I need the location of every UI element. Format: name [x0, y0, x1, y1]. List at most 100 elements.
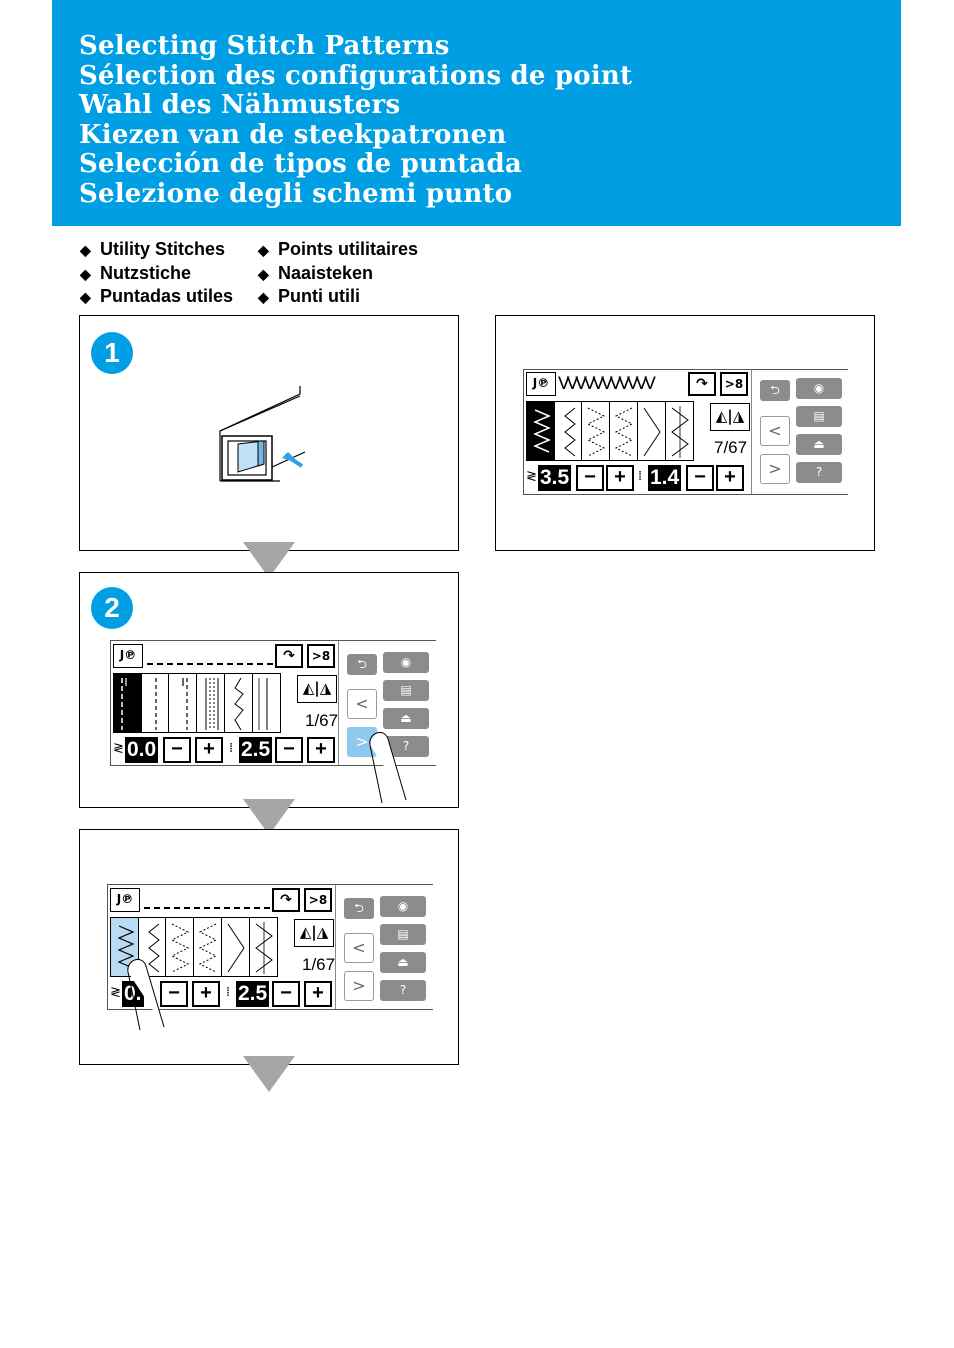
- memory-button[interactable]: ◉: [796, 378, 842, 399]
- help-button[interactable]: ?: [383, 736, 429, 757]
- settings-button[interactable]: ▤: [380, 924, 426, 945]
- next-page-button[interactable]: >: [344, 971, 374, 1001]
- stitch-length-value: 2.5: [239, 737, 273, 763]
- stitch-cell[interactable]: [636, 401, 666, 461]
- presser-foot-icon: J℗: [113, 644, 143, 668]
- length-minus-button[interactable]: −: [275, 737, 303, 763]
- down-arrow-icon: [243, 1056, 295, 1092]
- page-indicator-result: 7/67: [714, 438, 748, 457]
- bullet-icon: ◆: [258, 289, 269, 305]
- step-number-1: 1: [91, 332, 133, 374]
- back-button[interactable]: ⮌: [344, 898, 374, 919]
- width-minus-button[interactable]: −: [163, 737, 191, 763]
- width-plus-button[interactable]: +: [195, 737, 223, 763]
- title-es: Selección de tipos de puntada: [79, 149, 522, 180]
- stitch-preview-straight: [144, 907, 270, 909]
- thread-cutter-icon[interactable]: >8: [720, 372, 748, 396]
- prev-page-button[interactable]: <: [347, 689, 377, 719]
- power-switch-illustration: [219, 386, 306, 482]
- category-puntadas-utiles: Puntadas utiles: [100, 286, 234, 306]
- prev-page-button[interactable]: <: [344, 933, 374, 963]
- step3-panel: J℗ ↷ >8 ◭|◮ 1/67 ≷ 0. − + ⁞ 2.5 − + ⮌ ◉: [79, 829, 459, 1065]
- stitch-width-value: 3.5: [538, 465, 572, 491]
- stitch-preview-zigzag: VVVVVVVVVVV: [558, 374, 656, 394]
- mirror-image-icon[interactable]: ◭|◮: [710, 403, 750, 431]
- prev-page-button[interactable]: <: [760, 416, 790, 446]
- title-en: Selecting Stitch Patterns: [79, 31, 450, 61]
- category-list-left: ◆Utility Stitches ◆Nutzstiche ◆Puntadas …: [80, 238, 233, 309]
- length-plus-button[interactable]: +: [716, 465, 744, 491]
- length-plus-button[interactable]: +: [307, 737, 335, 763]
- stitch-grid-result: [526, 401, 694, 461]
- stitch-length-value: 1.4: [648, 465, 682, 491]
- step-number-2: 2: [91, 587, 133, 629]
- length-plus-button[interactable]: +: [304, 981, 332, 1007]
- stitch-length-icon: ⁞: [229, 741, 234, 756]
- thread-cutter-icon[interactable]: >8: [304, 888, 332, 912]
- width-plus-button[interactable]: +: [192, 981, 220, 1007]
- needle-position-icon[interactable]: ↷: [272, 888, 300, 912]
- stitch-cell[interactable]: [193, 917, 223, 977]
- stitch-cell[interactable]: [140, 673, 170, 733]
- stitch-cell-selected[interactable]: [113, 673, 142, 733]
- stitch-cell-selected[interactable]: [526, 401, 555, 461]
- stitch-cell[interactable]: [609, 401, 639, 461]
- stitch-cell[interactable]: [664, 401, 694, 461]
- bullet-icon: ◆: [258, 242, 269, 258]
- stitch-cell[interactable]: [165, 917, 195, 977]
- length-minus-button[interactable]: −: [272, 981, 300, 1007]
- lcd-screen-result: J℗ VVVVVVVVVVV ↷ >8 ◭|◮ 7/67 ≷ 3.5 − + ⁞…: [523, 369, 848, 495]
- stitch-width-icon: ≷: [110, 985, 121, 1000]
- lcd-screen-step2: J℗ ↷ >8 ◭|◮ 1/67 ≷ 0.0 − + ⁞ 2.5 − + ⮌ ◉: [110, 640, 436, 766]
- bullet-icon: ◆: [80, 289, 91, 305]
- stitch-length-icon: ⁞: [638, 469, 643, 484]
- bullet-icon: ◆: [80, 242, 91, 258]
- bobbin-button[interactable]: ⏏: [380, 952, 426, 973]
- finger-pointer-icon: [369, 731, 407, 804]
- width-minus-button[interactable]: −: [160, 981, 188, 1007]
- stitch-width-icon: ≷: [526, 469, 537, 484]
- stitch-width-value: 0.0: [125, 737, 159, 763]
- stitch-preview-straight: [147, 663, 273, 665]
- category-list-right: ◆Points utilitaires ◆Naaisteken ◆Punti u…: [258, 238, 418, 309]
- needle-position-icon[interactable]: ↷: [275, 644, 303, 668]
- lcd-screen-step3: J℗ ↷ >8 ◭|◮ 1/67 ≷ 0. − + ⁞ 2.5 − + ⮌ ◉: [107, 884, 433, 1010]
- help-button[interactable]: ?: [796, 462, 842, 483]
- memory-button[interactable]: ◉: [383, 652, 429, 673]
- thread-cutter-icon[interactable]: >8: [307, 644, 335, 668]
- length-minus-button[interactable]: −: [686, 465, 714, 491]
- bullet-icon: ◆: [80, 265, 91, 282]
- stitch-cell[interactable]: [196, 673, 226, 733]
- title-de: Wahl des Nähmusters: [79, 90, 401, 121]
- lcd-stitch-area: J℗ ↷ >8 ◭|◮ 1/67 ≷ 0.0 − + ⁞ 2.5 − +: [111, 641, 339, 765]
- category-points-utilitaires: Points utilitaires: [278, 239, 419, 259]
- back-button[interactable]: ⮌: [347, 654, 377, 675]
- stitch-cell[interactable]: [220, 917, 250, 977]
- stitch-cell[interactable]: [251, 673, 281, 733]
- bobbin-button[interactable]: ⏏: [383, 708, 429, 729]
- memory-button[interactable]: ◉: [380, 896, 426, 917]
- mirror-image-icon[interactable]: ◭|◮: [297, 675, 337, 703]
- settings-button[interactable]: ▤: [796, 406, 842, 427]
- page-indicator-step2: 1/67: [305, 711, 339, 730]
- back-button[interactable]: ⮌: [760, 380, 790, 401]
- stitch-length-icon: ⁞: [226, 985, 231, 1000]
- bullet-icon: ◆: [258, 265, 269, 282]
- width-minus-button[interactable]: −: [576, 465, 604, 491]
- mirror-image-icon[interactable]: ◭|◮: [294, 919, 334, 947]
- help-button[interactable]: ?: [380, 980, 426, 1001]
- stitch-cell[interactable]: [223, 673, 253, 733]
- settings-button[interactable]: ▤: [383, 680, 429, 701]
- width-plus-button[interactable]: +: [606, 465, 634, 491]
- needle-position-icon[interactable]: ↷: [688, 372, 716, 396]
- stitch-cell[interactable]: [168, 673, 198, 733]
- stitch-cell[interactable]: [248, 917, 278, 977]
- stitch-cell[interactable]: [581, 401, 611, 461]
- stitch-length-value: 2.5: [236, 981, 270, 1007]
- bobbin-button[interactable]: ⏏: [796, 434, 842, 455]
- stitch-cell[interactable]: [553, 401, 583, 461]
- presser-foot-icon: J℗: [110, 888, 140, 912]
- title-fr: Sélection des configurations de point: [79, 60, 633, 91]
- result-panel: J℗ VVVVVVVVVVV ↷ >8 ◭|◮ 7/67 ≷ 3.5 − + ⁞…: [495, 315, 875, 551]
- next-page-button[interactable]: >: [760, 454, 790, 484]
